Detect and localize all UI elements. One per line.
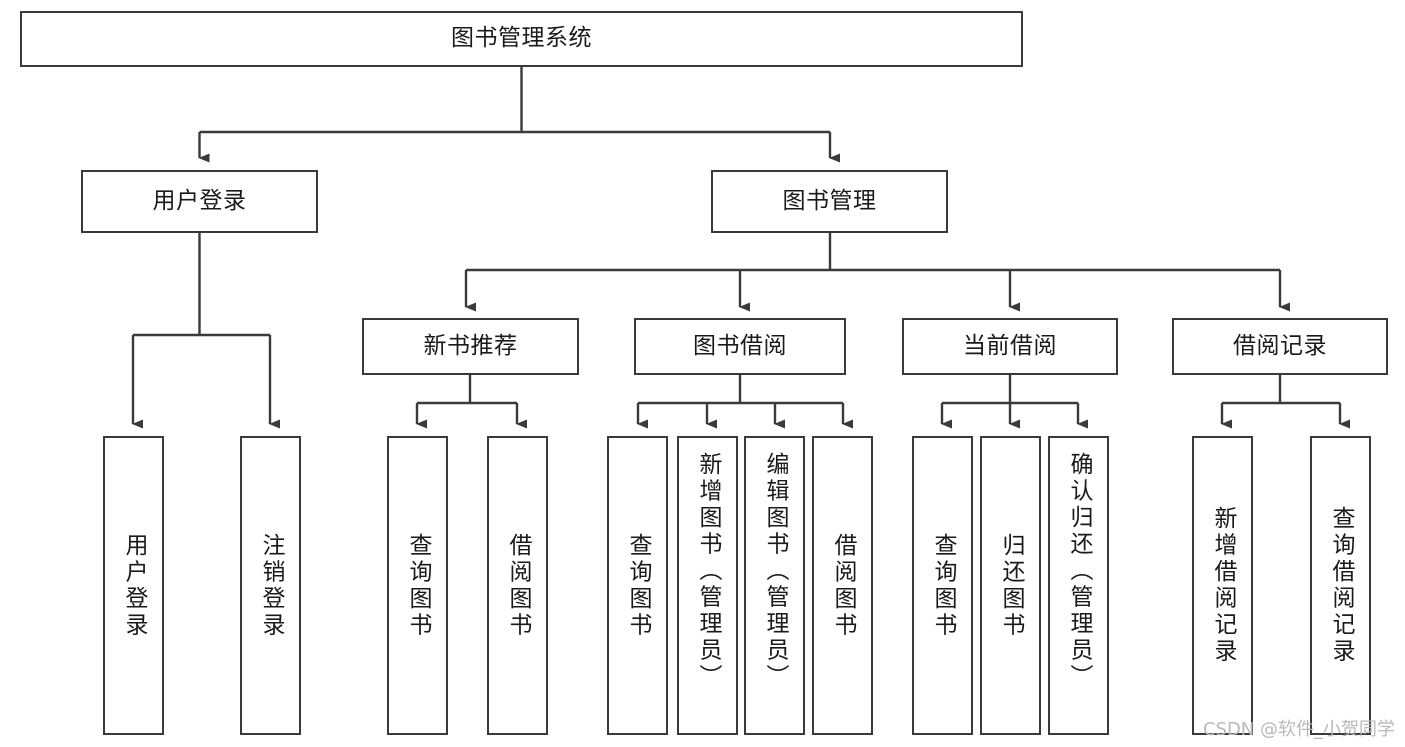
leaf-new-book-query-book[interactable]: 查询图书 (387, 436, 448, 735)
node-label: 用户登录 (121, 532, 147, 639)
leaf-borrow-record-add-record[interactable]: 新增借阅记录 (1192, 436, 1253, 735)
node-new-book-recommend[interactable]: 新书推荐 (362, 318, 579, 375)
node-label: 编辑图书（管理员） (762, 452, 788, 691)
leaf-current-borrow-confirm-return-admin[interactable]: 确认归还（管理员） (1048, 436, 1109, 735)
node-label: 借阅图书 (505, 532, 531, 639)
node-label: 归还图书 (998, 532, 1024, 639)
node-label: 图书借阅 (693, 332, 787, 359)
node-label: 图书管理系统 (451, 25, 592, 52)
node-label: 借阅记录 (1233, 332, 1327, 359)
leaf-book-borrow-edit-book-admin[interactable]: 编辑图书（管理员） (744, 436, 805, 735)
leaf-book-borrow-add-book-admin[interactable]: 新增图书（管理员） (677, 436, 738, 735)
leaf-book-borrow-borrow-book[interactable]: 借阅图书 (812, 436, 873, 735)
node-label: 当前借阅 (963, 332, 1057, 359)
node-label: 图书管理 (782, 187, 877, 214)
node-label: 新增图书（管理员） (695, 452, 721, 691)
leaf-user-login-logout[interactable]: 注销登录 (240, 436, 301, 735)
leaf-current-borrow-return-book[interactable]: 归还图书 (980, 436, 1041, 735)
node-label: 查询借阅记录 (1328, 506, 1354, 665)
leaf-book-borrow-query-book[interactable]: 查询图书 (607, 436, 668, 735)
leaf-borrow-record-query-record[interactable]: 查询借阅记录 (1310, 436, 1371, 735)
node-book-borrow[interactable]: 图书借阅 (634, 318, 846, 375)
node-label: 查询图书 (405, 532, 431, 639)
node-label: 用户登录 (152, 187, 247, 214)
node-user-login[interactable]: 用户登录 (81, 170, 318, 233)
node-label: 查询图书 (930, 532, 956, 639)
node-book-management[interactable]: 图书管理 (711, 170, 948, 233)
node-label: 确认归还（管理员） (1066, 452, 1092, 691)
leaf-user-login-login[interactable]: 用户登录 (103, 436, 164, 735)
node-borrow-record[interactable]: 借阅记录 (1172, 318, 1388, 375)
node-label: 注销登录 (258, 532, 284, 639)
leaf-current-borrow-query-book[interactable]: 查询图书 (912, 436, 973, 735)
node-label: 查询图书 (625, 532, 651, 639)
node-label: 新书推荐 (423, 332, 518, 359)
node-label: 借阅图书 (830, 532, 856, 639)
leaf-new-book-borrow-book[interactable]: 借阅图书 (487, 436, 548, 735)
node-current-borrow[interactable]: 当前借阅 (902, 318, 1118, 375)
node-label: 新增借阅记录 (1210, 506, 1236, 665)
csdn-watermark: CSDN @软件_小贺同学 (1202, 719, 1395, 740)
node-root-book-management-system[interactable]: 图书管理系统 (20, 11, 1023, 67)
